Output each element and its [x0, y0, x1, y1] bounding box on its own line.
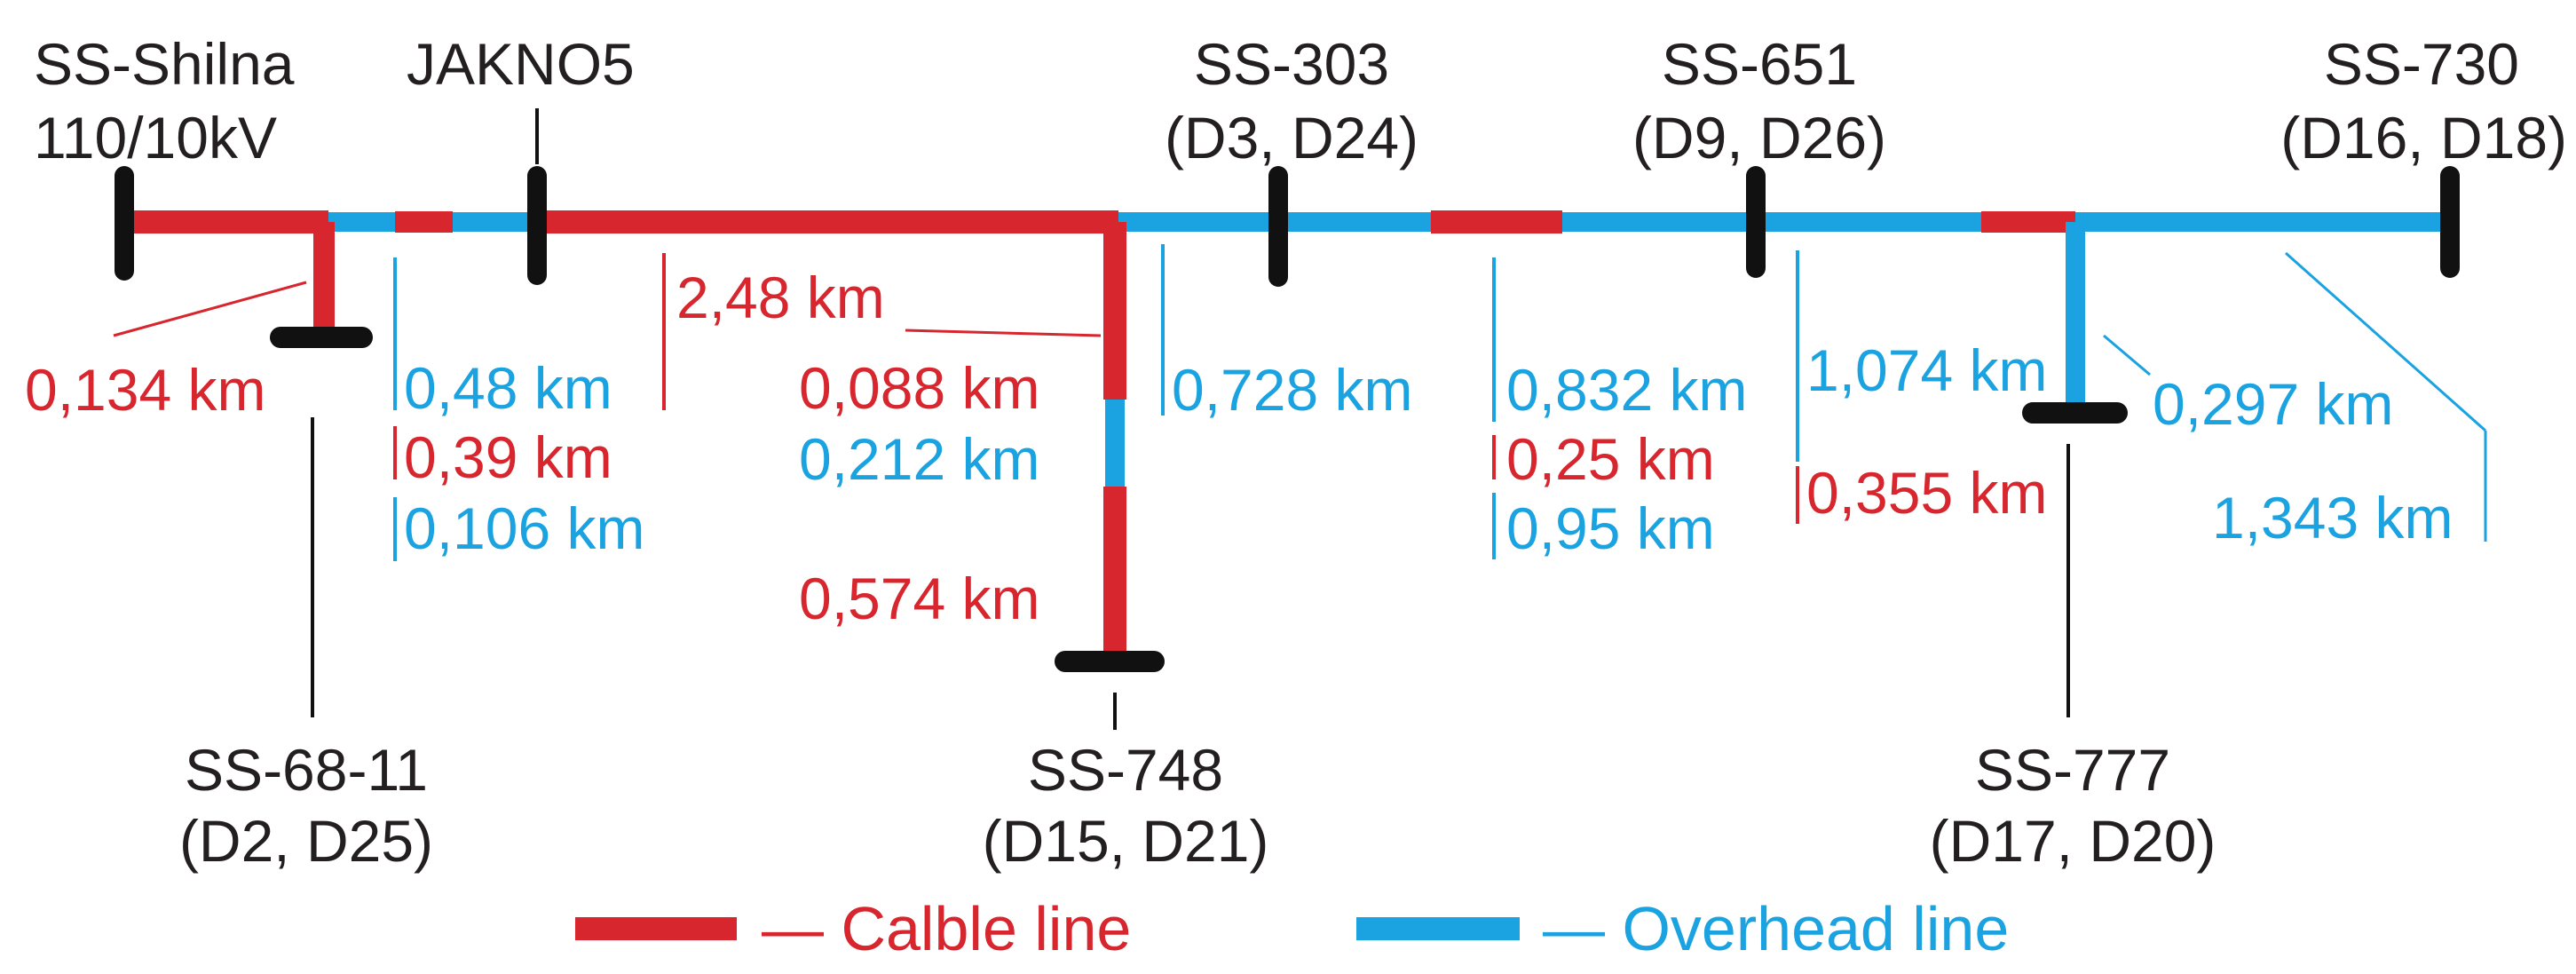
legend: — Calble line — Overhead line — [575, 894, 2009, 963]
node-ss-303-feeders: (D3, D24) — [1165, 105, 1418, 170]
node-ss-68-11-name: SS-68-11 — [185, 737, 428, 803]
segment-length-label: 0,212 km — [799, 426, 1039, 492]
node-ss-651-feeders: (D9, D26) — [1632, 105, 1886, 170]
node-ss-shilna-voltage: 110/10kV — [34, 105, 277, 170]
node-ss-68-11-feeders: (D2, D25) — [179, 808, 433, 874]
segment-length-label: 1,074 km — [1806, 337, 2047, 403]
segment-length-label: 2,48 km — [676, 265, 885, 330]
legend-cable-label: — Calble line — [762, 894, 1131, 963]
legend-overhead-label: — Overhead line — [1543, 894, 2009, 963]
node-ss-730-name: SS-730 — [2324, 31, 2519, 97]
segment-length-label: 1,343 km — [2212, 485, 2453, 550]
segment-length-label: 0,832 km — [1506, 357, 1747, 423]
node-jakno5-name: JAKNO5 — [407, 31, 635, 97]
dim-0134-line — [113, 281, 307, 337]
node-ss-shilna-name: SS-Shilna — [34, 31, 295, 97]
segment-length-label: 0,574 km — [799, 566, 1039, 631]
node-ss-777-name: SS-777 — [1975, 737, 2170, 803]
dim-248-leader — [905, 329, 1102, 337]
segment-length-label: 0,106 km — [404, 495, 644, 561]
segment-labels: 0,134 km 0,48 km 0,39 km 0,106 km 2,48 k… — [25, 265, 2453, 631]
dim-1343-diag-line — [2285, 251, 2486, 432]
segment-length-label: 0,355 km — [1806, 460, 2047, 526]
node-ss-730-feeders: (D16, D18) — [2280, 105, 2567, 170]
dimension-lines — [113, 244, 2487, 561]
node-ss-777-feeders: (D17, D20) — [1930, 808, 2216, 874]
segment-length-label: 0,25 km — [1506, 426, 1715, 492]
node-ss-651-name: SS-651 — [1662, 31, 1857, 97]
segment-length-label: 0,39 km — [404, 424, 612, 490]
segment-length-label: 0,728 km — [1172, 357, 1412, 423]
buses — [115, 166, 2460, 672]
node-ss-748-name: SS-748 — [1028, 737, 1223, 803]
segment-length-label: 0,134 km — [25, 357, 265, 423]
segment-length-label: 0,088 km — [799, 355, 1039, 421]
segment-length-label: 0,297 km — [2153, 371, 2393, 437]
dim-0297-line — [2103, 334, 2151, 376]
node-leaders — [311, 108, 2070, 730]
segment-length-label: 0,95 km — [1506, 495, 1715, 561]
node-ss-748-feeders: (D15, D21) — [983, 808, 1269, 874]
node-labels: SS-Shilna 110/10kV JAKNO5 SS-303 (D3, D2… — [34, 31, 2567, 874]
node-ss-303-name: SS-303 — [1194, 31, 1389, 97]
segment-length-label: 0,48 km — [404, 355, 612, 421]
